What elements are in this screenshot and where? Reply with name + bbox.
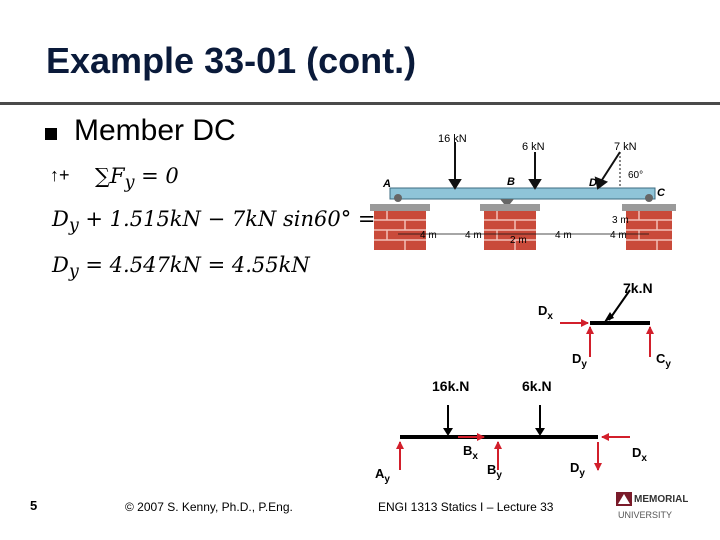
force-dx-label: Dx (538, 303, 553, 322)
memorial-university-logo: MEMORIAL UNIVERSITY (616, 492, 688, 520)
force-dy-label: Dy (572, 351, 587, 370)
point-label-b: B (507, 176, 515, 188)
load-16kn-label: 16k.N (432, 378, 469, 394)
span-label-3: 2 m (510, 235, 527, 246)
fbd-member-ad: 16k.N 6k.N Ay Bx By Dy Dx (375, 378, 647, 485)
pin-c-icon (645, 194, 653, 202)
sign-convention: ↑+ (50, 165, 70, 185)
logo-line-1: MEMORIAL (634, 494, 688, 505)
force-cy-label: Cy (656, 351, 671, 370)
beam-load-3: 7 kN (614, 141, 637, 153)
force-dx-left-label: Dx (632, 445, 647, 464)
eq2-rest: + 1.515kN − 7kN sin60° = 0 (78, 207, 396, 231)
title-divider (0, 102, 720, 105)
rocker-b-icon (500, 199, 514, 204)
slide-number: 5 (30, 498, 38, 513)
span-label-2: 4 m (465, 230, 482, 241)
force-by-label: By (487, 462, 502, 481)
beam-figure: 16 kN 6 kN 7 kN 60° A B D C 4 m 4 m 2 m … (370, 133, 676, 250)
span-labels: 4 m 4 m 2 m 4 m 3 m 4 m (420, 215, 629, 246)
beam-load-1: 16 kN (438, 133, 467, 145)
load-7kn-label: 7k.N (623, 280, 653, 296)
beam-point-labels: A B D C (382, 176, 666, 199)
load-6kn-arrowhead (535, 428, 545, 436)
sum-symbol: ∑F (95, 164, 125, 188)
force-ay-label: Ay (375, 466, 390, 485)
point-label-c: C (657, 187, 666, 199)
beam-body (389, 187, 656, 200)
span-label-1: 4 m (420, 230, 437, 241)
span-label-6: 4 m (610, 230, 627, 241)
load-16kn-arrowhead (443, 428, 453, 436)
eq3-rest: = 4.547kN = 4.55kN (78, 253, 310, 277)
sum-subscript: y (124, 173, 135, 194)
eq3-var: D (52, 253, 69, 277)
left-brick-support (370, 204, 430, 250)
eq2-sub: y (68, 216, 79, 237)
load-6kn-label: 6k.N (522, 378, 552, 394)
span-label-5: 3 m (612, 215, 629, 226)
middle-brick-support (480, 204, 540, 250)
load-7kn-arrowhead (604, 312, 614, 322)
span-label-4: 4 m (555, 230, 572, 241)
eq3-sub: y (68, 262, 79, 283)
bullet-square-icon (45, 128, 57, 140)
slide-title: Example 33-01 (cont.) (46, 40, 417, 81)
force-bx-label: Bx (463, 443, 478, 462)
right-brick-support (622, 204, 676, 250)
footer-copyright: © 2007 S. Kenny, Ph.D., P.Eng. (125, 500, 293, 514)
sum-rhs: = 0 (134, 164, 179, 188)
bullet-member-dc: Member DC (74, 114, 236, 147)
beam-load-arrows (448, 142, 621, 190)
logo-line-2: UNIVERSITY (618, 510, 672, 520)
force-dy-down-label: Dy (570, 460, 585, 479)
point-label-d: D (589, 177, 597, 189)
load-7kn-arrow (608, 289, 631, 321)
point-label-a: A (382, 178, 391, 190)
fbd-member-dc: 7k.N Dx Dy Cy (538, 280, 671, 370)
beam-load-2: 6 kN (522, 141, 545, 153)
equilibrium-sum-eq: ∑Fy = 0 (95, 164, 179, 193)
equation-dy-result: Dy = 4.547kN = 4.55kN (52, 253, 310, 282)
eq2-var: D (52, 207, 69, 231)
footer-course: ENGI 1313 Statics I – Lecture 33 (378, 500, 554, 514)
equation-dy-balance: Dy + 1.515kN − 7kN sin60° = 0 (52, 207, 396, 236)
pin-a-icon (394, 194, 402, 202)
beam-angle: 60° (628, 170, 643, 181)
